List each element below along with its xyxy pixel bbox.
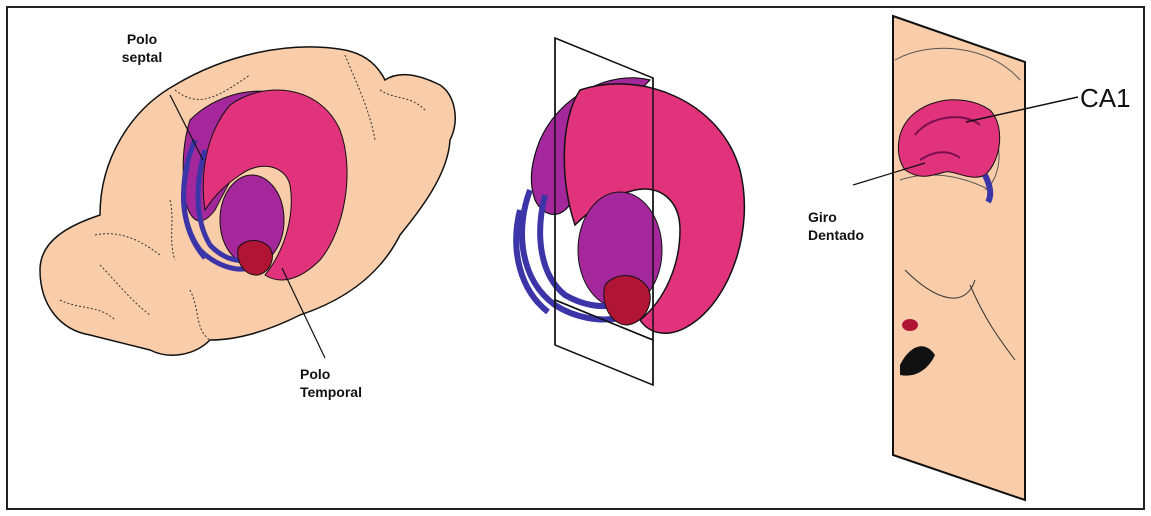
label-polo-temporal-line2: Temporal bbox=[300, 383, 390, 401]
hippocampus-isolated-view bbox=[516, 38, 744, 385]
label-polo-septal: Polo septal bbox=[112, 30, 172, 66]
label-polo-septal-line1: Polo bbox=[112, 30, 172, 48]
label-polo-temporal: Polo Temporal bbox=[300, 365, 390, 401]
coronal-section-view bbox=[853, 16, 1078, 500]
label-ca1: CA1 bbox=[1080, 84, 1140, 112]
label-giro-dentado-line1: Giro bbox=[808, 208, 880, 226]
label-polo-temporal-line1: Polo bbox=[300, 365, 390, 383]
label-giro-dentado: Giro Dentado bbox=[808, 208, 880, 244]
label-polo-septal-line2: septal bbox=[112, 48, 172, 66]
coronal-plane bbox=[893, 16, 1025, 500]
coronal-red-spot bbox=[902, 319, 918, 331]
label-giro-dentado-line2: Dentado bbox=[808, 226, 880, 244]
brain-lateral-view bbox=[40, 47, 455, 358]
